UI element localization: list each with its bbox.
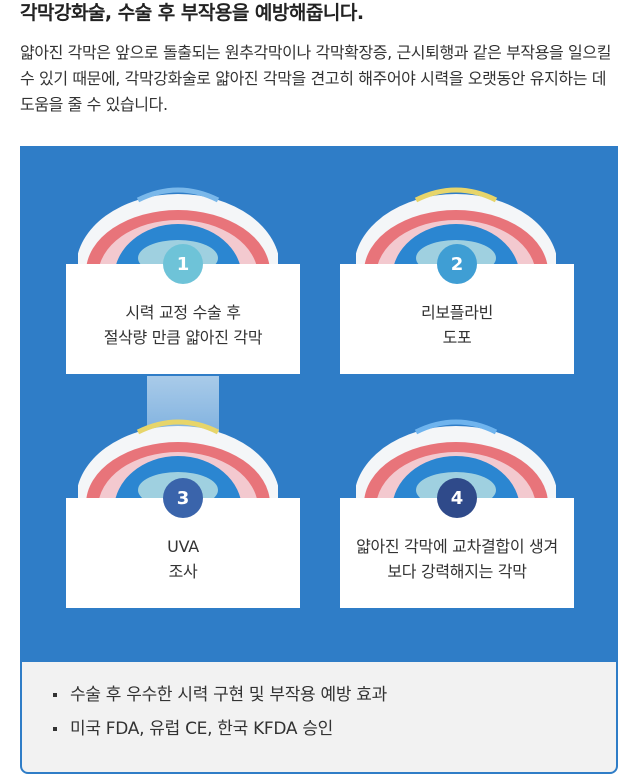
step-4-line1: 얇아진 각막에 교차결합이 생겨 (356, 537, 558, 556)
page-description: 얇아진 각막은 앞으로 돌출되는 원추각막이나 각막확장증, 근시퇴행과 같은 … (20, 43, 612, 114)
step-number-badge-2: 2 (437, 244, 477, 284)
step-3-line1: UVA (167, 537, 199, 556)
step-number-badge-1: 1 (163, 244, 203, 284)
step-number-badge-3: 3 (163, 478, 203, 518)
step-1-line2: 절삭량 만큼 얇아진 각막 (103, 328, 263, 347)
page-title: 각막강화술, 수술 후 부작용을 예방해줍니다. (20, 2, 364, 24)
procedure-panel: 시력 교정 수술 후 절삭량 만큼 얇아진 각막 리보플라빈 도포 UVA 조사… (20, 146, 618, 774)
step-4-line2: 보다 강력해지는 각막 (387, 562, 527, 581)
step-number-badge-4: 4 (437, 478, 477, 518)
benefits-list: 수술 후 우수한 시력 구현 및 부작용 예방 효과 미국 FDA, 유럽 CE… (50, 678, 387, 746)
step-2-line1: 리보플라빈 (420, 303, 494, 322)
eye-illustration-2 (356, 187, 556, 266)
bullet-icon (53, 693, 57, 697)
list-item: 수술 후 우수한 시력 구현 및 부작용 예방 효과 (50, 678, 387, 712)
step-2-line2: 도포 (442, 328, 472, 347)
step-3-line2: 조사 (168, 562, 198, 581)
step-1-line1: 시력 교정 수술 후 (125, 303, 241, 322)
list-item: 미국 FDA, 유럽 CE, 한국 KFDA 승인 (50, 712, 387, 746)
bullet-icon (53, 727, 57, 731)
eye-illustration-3 (78, 419, 278, 498)
